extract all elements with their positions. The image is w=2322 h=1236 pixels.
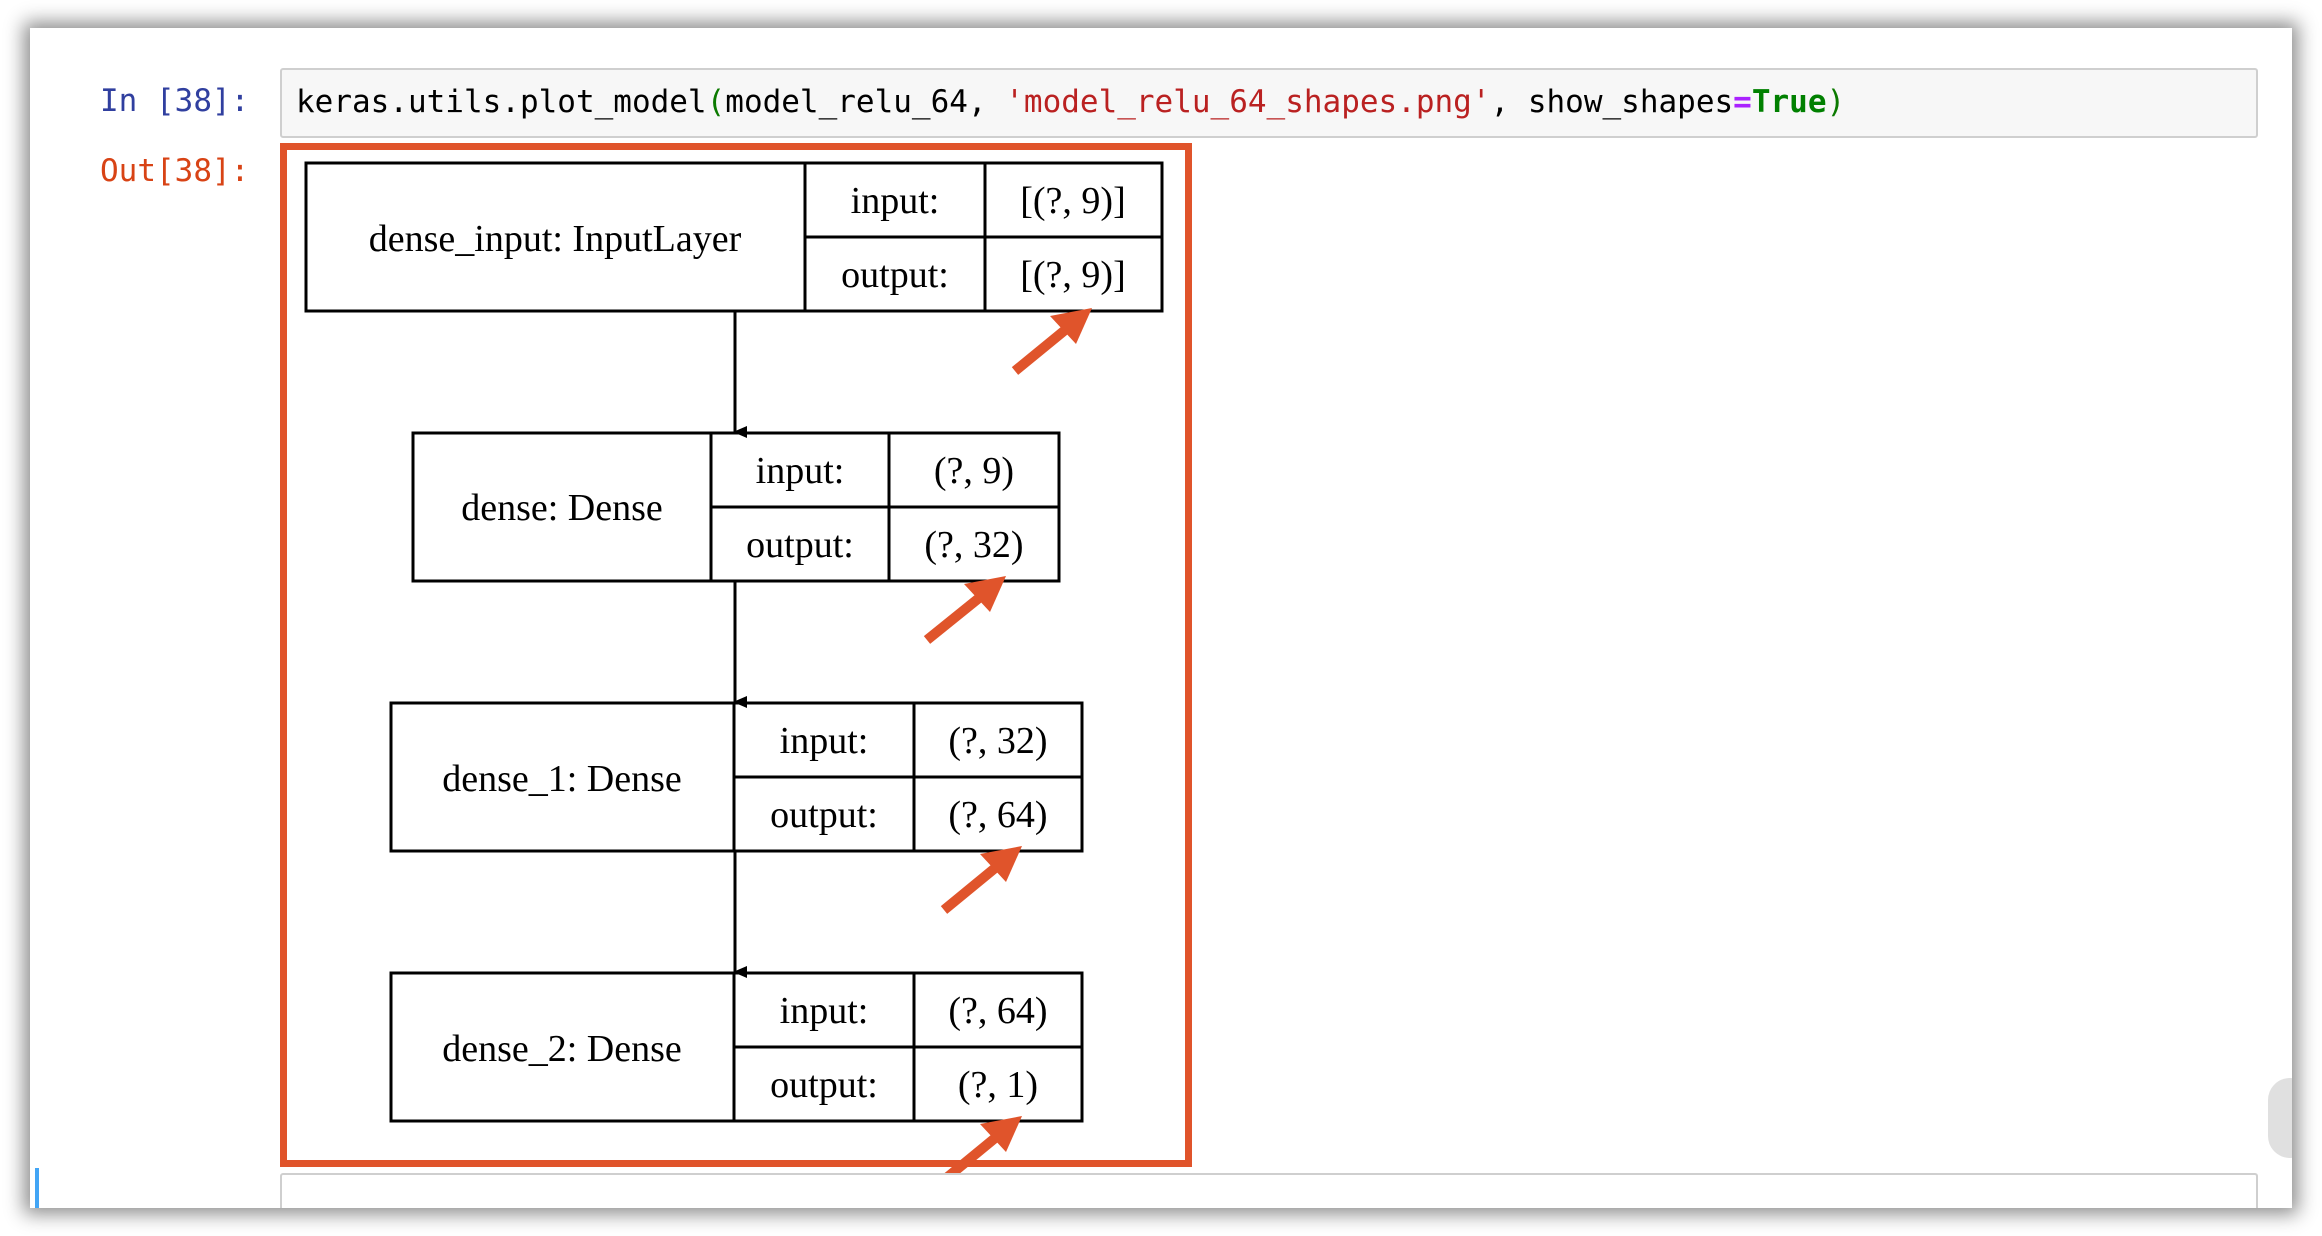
layer-node-0: dense_input: InputLayer input: output: […: [304, 161, 1164, 313]
code-function: keras.utils.plot_model: [296, 84, 707, 120]
model-diagram: dense_input: InputLayer input: output: […: [304, 161, 1164, 1184]
annotation-arrow-icon: [923, 576, 1006, 644]
input-shape: [(?, 9)]: [1020, 180, 1125, 222]
layer-node-1: dense: Dense input: output: (?, 9) (?, 3…: [411, 431, 1061, 583]
input-label: input:: [851, 180, 940, 222]
code-arg-model: model_relu_64,: [725, 84, 1006, 120]
layer-name: dense_1: Dense: [442, 758, 682, 800]
code-keyword-true: True: [1751, 84, 1827, 120]
input-shape: (?, 64): [948, 990, 1047, 1032]
annotation-arrow-icon: [1011, 308, 1092, 375]
annotation-arrow-icon: [940, 1116, 1022, 1184]
output-shape: (?, 64): [948, 794, 1047, 836]
selected-cell-indicator: [35, 1168, 39, 1208]
notebook-window: In [38]: keras.utils.plot_model(model_re…: [30, 28, 2292, 1208]
code-equals: =: [1733, 84, 1752, 120]
input-shape: (?, 32): [948, 720, 1047, 762]
output-label: output:: [770, 794, 878, 836]
output-label: output:: [746, 524, 854, 566]
next-code-cell[interactable]: [280, 1173, 2258, 1208]
code-cell[interactable]: keras.utils.plot_model(model_relu_64, 'm…: [280, 68, 2258, 138]
output-shape: (?, 1): [958, 1064, 1038, 1106]
code-line: keras.utils.plot_model(model_relu_64, 'm…: [296, 84, 1845, 120]
layer-node-2: dense_1: Dense input: output: (?, 32) (?…: [389, 701, 1084, 853]
layer-name: dense_input: InputLayer: [369, 218, 742, 260]
input-label: input:: [780, 990, 869, 1032]
output-prompt: Out[38]:: [100, 153, 250, 189]
input-shape: (?, 9): [934, 450, 1014, 492]
layer-name: dense: Dense: [461, 487, 663, 529]
output-shape: (?, 32): [924, 524, 1023, 566]
output-label: output:: [770, 1064, 878, 1106]
code-open-paren: (: [706, 84, 726, 120]
output-shape: [(?, 9)]: [1020, 254, 1125, 296]
input-label: input:: [780, 720, 869, 762]
input-prompt: In [38]:: [100, 83, 250, 119]
output-label: output:: [841, 254, 949, 296]
code-separator: , show_shapes: [1490, 84, 1734, 120]
code-arg-filename: 'model_relu_64_shapes.png': [1005, 84, 1491, 120]
layer-name: dense_2: Dense: [442, 1028, 682, 1070]
input-label: input:: [756, 450, 845, 492]
annotation-arrow-icon: [940, 846, 1022, 914]
layer-node-3: dense_2: Dense input: output: (?, 64) (?…: [389, 971, 1084, 1123]
code-close-paren: ): [1826, 84, 1846, 120]
highlight-frame: [280, 143, 1192, 1167]
scrollbar-handle[interactable]: [2268, 1078, 2292, 1158]
